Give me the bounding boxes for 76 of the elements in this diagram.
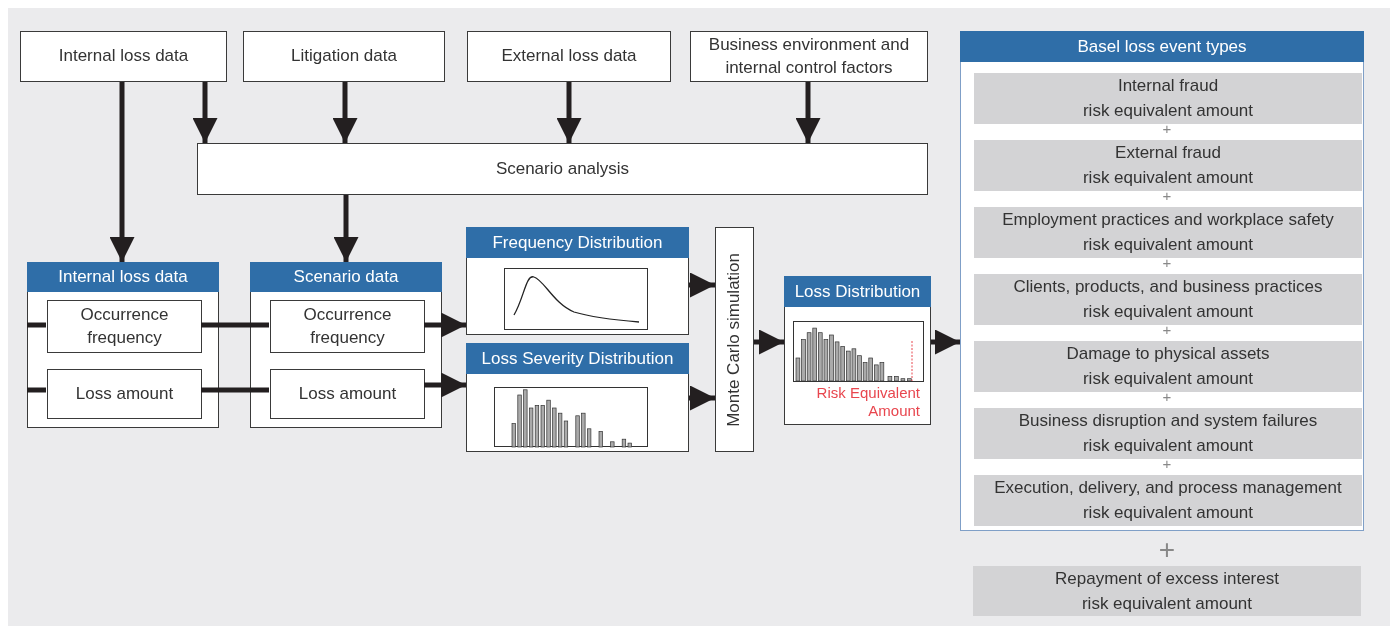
box-text: Scenario analysis [495,157,630,180]
process-box [715,227,754,452]
annotation-text: Risk Equivalent Amount [815,384,920,420]
data-panel [466,227,689,335]
plus-sign: + [1162,255,1172,270]
panel-header: Internal loss data [27,262,219,292]
amount-text: Clients, products, and business practices [1013,276,1323,297]
box-text: Occurrence frequency [302,303,393,349]
arrow [424,312,466,338]
amount-box [974,73,1362,124]
arrow [424,372,466,398]
process-box [690,31,928,82]
process-box [47,300,202,353]
box-text: Monte Carlo simulation [723,252,745,427]
box-text: External loss data [501,45,637,68]
amount-box [974,140,1362,191]
plus-sign: + [1162,456,1172,471]
arrow [192,82,218,143]
panel-header: Loss Distribution [784,276,931,307]
panel-header: Scenario data [250,262,442,292]
amount-text: risk equivalent amount [1082,168,1254,189]
arrow [795,82,821,143]
arrow [689,272,715,298]
amount-box [974,475,1362,526]
plus-sign: + [1162,188,1172,203]
plus-sign: + [1162,389,1172,404]
plus-sign: + [1162,121,1172,136]
plus-sign: + [1158,536,1176,564]
arrow [333,195,359,262]
amount-box [973,566,1361,616]
amount-text: Business disruption and system failures [1018,410,1318,431]
box-text: Occurrence frequency [79,303,170,349]
arrow [754,329,784,355]
amount-box [974,408,1362,459]
amount-text: External fraud [1115,142,1221,163]
amount-text: Execution, delivery, and process management [994,477,1342,498]
panel-header: Frequency Distribution [466,227,689,258]
arrow [109,82,135,262]
process-box [270,369,425,419]
amount-text: risk equivalent amount [1082,503,1254,524]
event-types-panel [960,31,1364,531]
data-panel [250,262,442,428]
box-text: Business environment and internal control factors [707,33,911,79]
box-text: Loss amount [298,382,397,405]
arrow [689,385,715,411]
amount-box [974,341,1362,392]
process-box [467,31,671,82]
amount-text: Repayment of excess interest [1055,568,1279,589]
data-panel [784,276,931,425]
amount-text: risk equivalent amount [1082,369,1254,390]
data-panel [27,262,219,428]
amount-text: Internal fraud [1117,75,1219,96]
amount-text: risk equivalent amount [1082,235,1254,256]
box-text: Loss amount [75,382,174,405]
arrow [332,82,358,143]
panel-header: Basel loss event types [960,31,1364,62]
amount-box [974,207,1362,258]
process-box [47,369,202,419]
data-panel [466,343,689,452]
process-box [270,300,425,353]
amount-text: risk equivalent amount [1082,436,1254,457]
panel-header: Loss Severity Distribution [466,343,689,374]
process-box [243,31,445,82]
process-box [197,143,928,195]
amount-text: Damage to physical assets [1066,343,1270,364]
amount-box [974,274,1362,325]
amount-text: risk equivalent amount [1082,302,1254,323]
process-box [20,31,227,82]
plus-sign: + [1162,322,1172,337]
box-text: Litigation data [291,45,397,68]
amount-text: risk equivalent amount [1082,101,1254,122]
arrow [931,329,960,355]
amount-text: risk equivalent amount [1081,593,1253,614]
arrow [556,82,582,143]
amount-text: Employment practices and workplace safety [1002,209,1334,230]
box-text: Internal loss data [58,45,189,68]
